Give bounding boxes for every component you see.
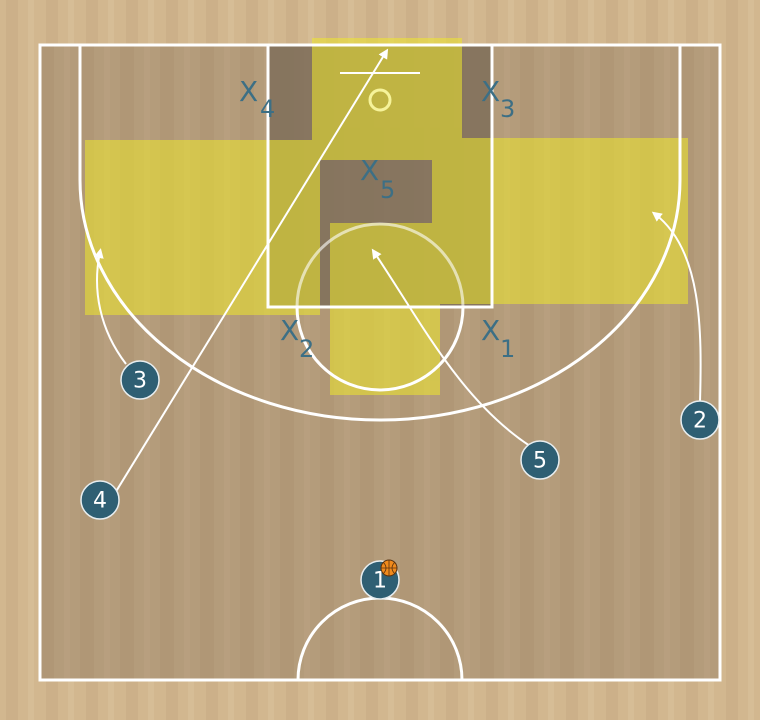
movement-arrows <box>93 48 702 499</box>
defender-number: 3 <box>500 95 515 123</box>
offense-player-4: 4 <box>80 480 120 520</box>
defender-number: 1 <box>500 335 515 363</box>
free-throw-circle-bottom <box>295 306 465 392</box>
arrow-player-4 <box>111 48 389 499</box>
player-number: 1 <box>373 569 387 594</box>
player-number: 5 <box>533 449 547 474</box>
arrow-player-2 <box>651 211 702 403</box>
zone-left-wing <box>85 140 320 315</box>
player-number: 4 <box>93 489 107 514</box>
offense-player-2: 2 <box>680 400 720 440</box>
lane-lines <box>266 43 494 309</box>
defender-x2: X 2 <box>280 314 314 363</box>
offense-player-3: 3 <box>120 360 160 400</box>
offense-player-5: 5 <box>520 440 560 480</box>
arrow-player-5 <box>371 248 531 447</box>
defender-number: 5 <box>380 176 395 204</box>
rim <box>368 88 392 112</box>
defender-letter: X <box>280 314 299 347</box>
defender-letter: X <box>481 314 500 347</box>
defender-number: 4 <box>260 95 275 123</box>
defender-number: 2 <box>299 335 314 363</box>
defender-letter: X <box>481 75 500 108</box>
player-number: 2 <box>693 409 707 434</box>
arrow-player-3 <box>93 248 127 365</box>
basketball-icon <box>380 559 398 577</box>
zone-free-throw <box>330 223 440 395</box>
defender-x1: X 1 <box>481 314 515 363</box>
defender-x3: X 3 <box>481 75 515 123</box>
zone-right-wing <box>432 138 688 304</box>
defender-letter: X <box>360 154 379 187</box>
defender-x4: X 4 <box>239 75 275 123</box>
court-lines <box>38 43 722 682</box>
defender-x5: X 5 <box>360 154 395 204</box>
free-throw-circle-top <box>295 222 465 308</box>
three-point-line <box>78 45 682 422</box>
defender-letter: X <box>239 75 258 108</box>
defense-players: X 4 X 3 X 5 X 2 X 1 <box>239 75 515 363</box>
player-number: 3 <box>133 369 147 394</box>
